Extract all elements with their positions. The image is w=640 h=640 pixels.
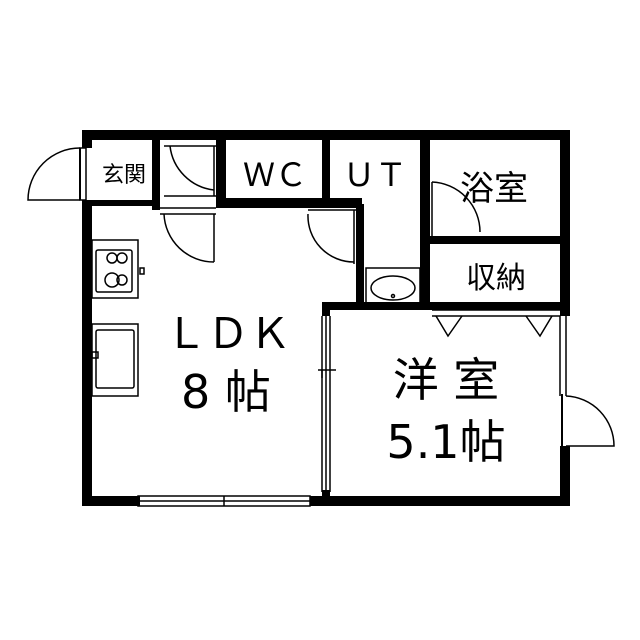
ut-right-wall — [420, 140, 430, 238]
ut-right-wall-lower — [420, 238, 430, 308]
bath-bottom-wall — [420, 236, 570, 244]
outer-wall-bottom-right — [310, 496, 570, 506]
ut-door[interactable] — [307, 209, 361, 264]
wash-basin — [365, 267, 421, 305]
ldk-name-label: ＬＤＫ — [165, 309, 291, 358]
storage-label: 収納 — [466, 261, 526, 296]
western-name-label: 洋 室 — [393, 353, 500, 407]
ut-label: ＵＴ — [343, 156, 407, 194]
ldk-door[interactable] — [160, 207, 216, 263]
entrance-door[interactable] — [27, 147, 87, 201]
western-exterior-door[interactable] — [559, 316, 615, 447]
western-left-wall-lower — [322, 490, 330, 506]
storage-doors[interactable] — [432, 309, 560, 338]
outer-wall-left-upper — [82, 130, 92, 148]
sliding-door-ldk-western[interactable] — [318, 316, 336, 492]
wc-right-wall — [322, 140, 330, 198]
wc-bottom-wall — [216, 198, 362, 208]
storage-bottom-wall — [322, 302, 570, 310]
bath-door[interactable] — [425, 181, 481, 236]
bath-label: 浴室 — [460, 169, 528, 209]
kitchen-stove — [91, 239, 145, 299]
outer-wall-left — [82, 200, 92, 506]
ldk-size-label: 8 帖 — [181, 365, 271, 419]
wc-label: ＷＣ — [243, 156, 307, 194]
hall-door[interactable] — [164, 145, 216, 197]
western-size-label: 5.1帖 — [386, 415, 505, 469]
entrance-floor-wall — [82, 200, 156, 206]
ldk-window — [137, 495, 311, 507]
wc-left-wall — [216, 140, 226, 198]
outer-wall-bottom-left — [82, 496, 140, 506]
kitchen-sink — [91, 323, 139, 397]
outer-wall-right-upper — [560, 130, 570, 316]
entrance-right-wall — [152, 140, 160, 210]
outer-wall-top — [82, 130, 570, 140]
western-left-wall — [322, 302, 330, 316]
outer-wall-right-lower — [560, 446, 570, 506]
entrance-label: 玄関 — [102, 163, 146, 188]
